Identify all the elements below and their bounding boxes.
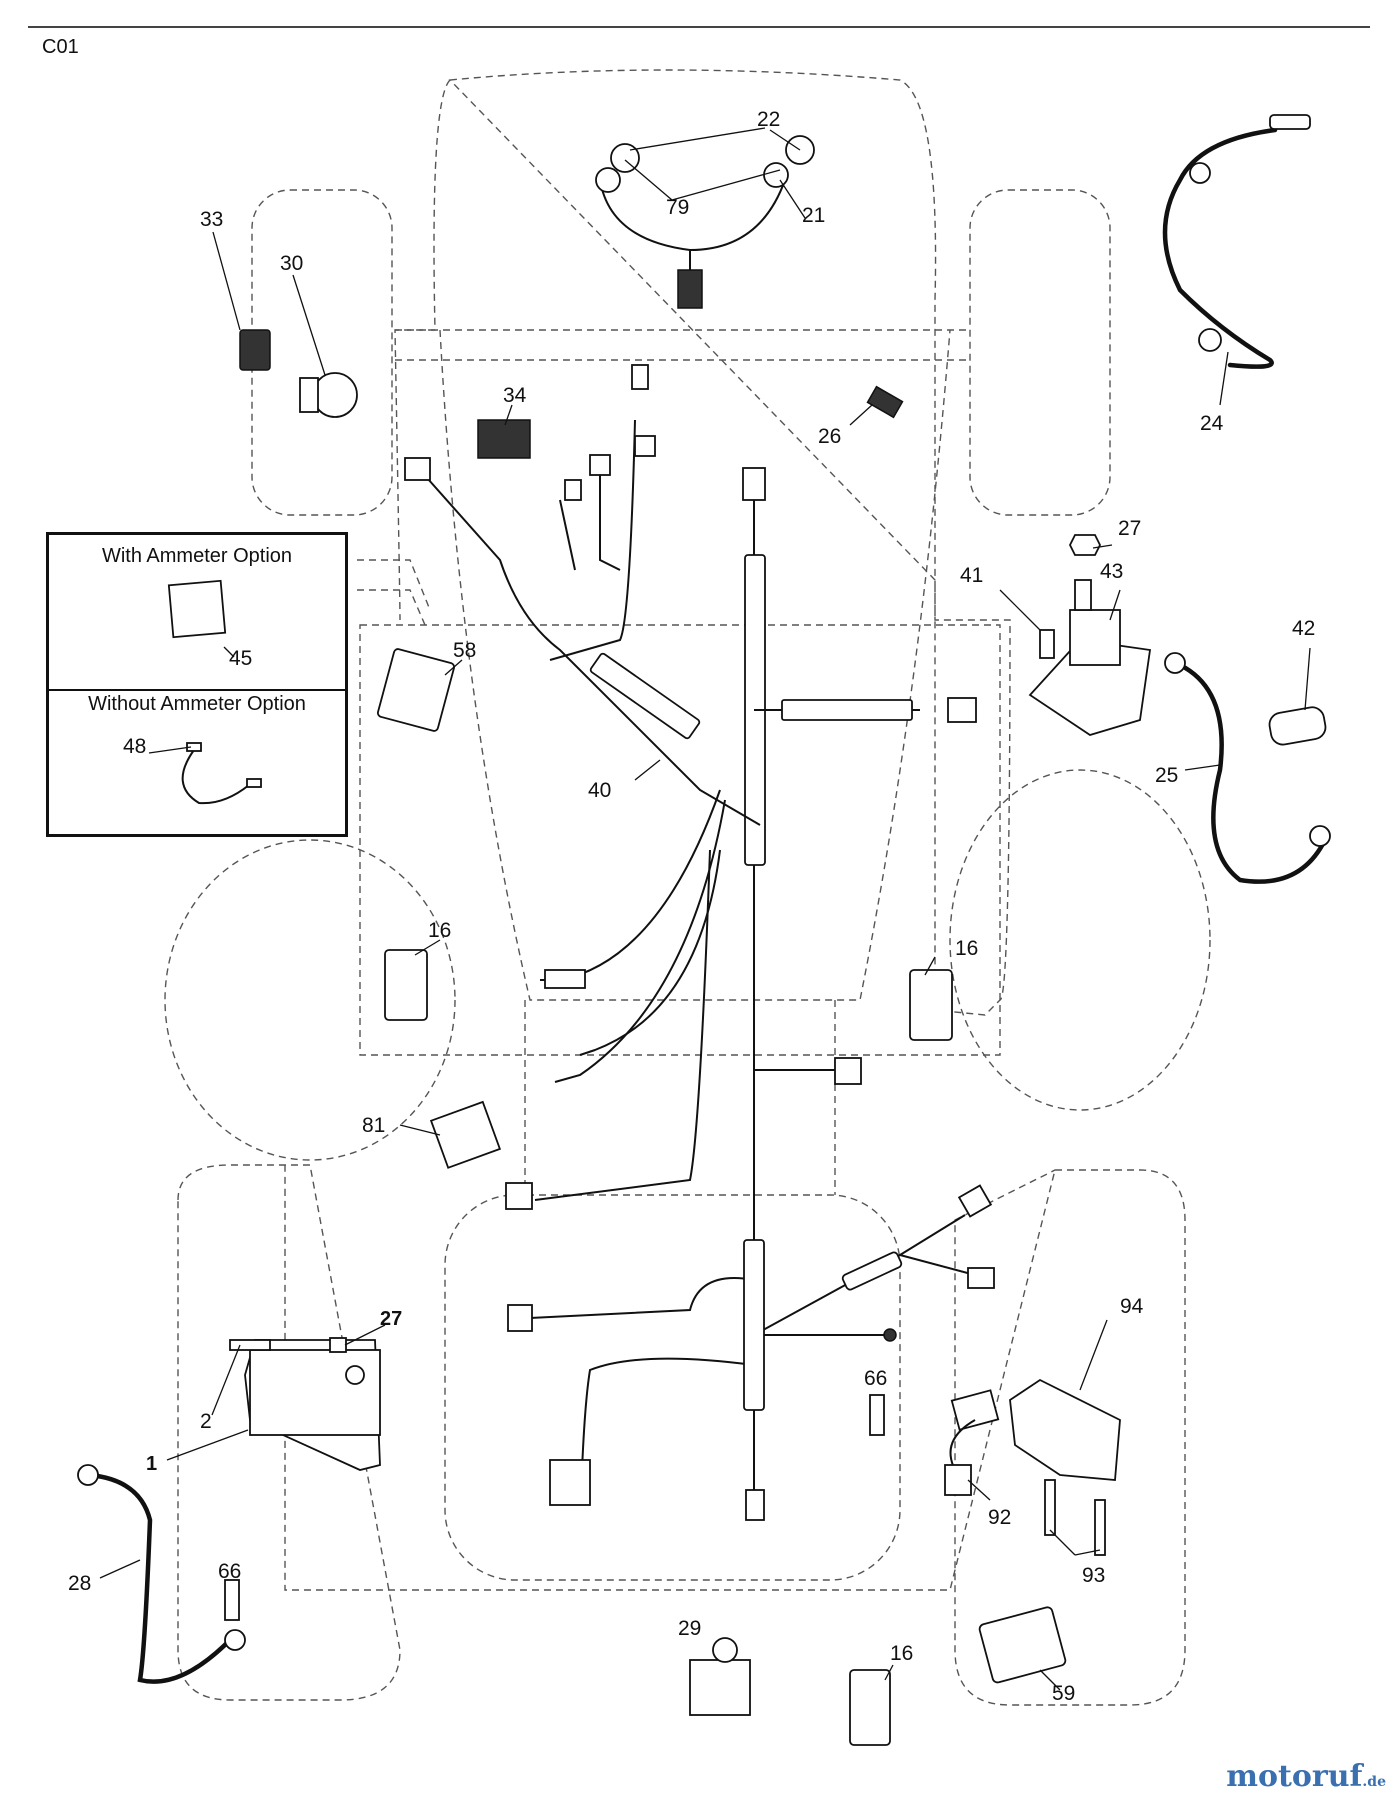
callout-94: 94	[1120, 1295, 1144, 1318]
module-part-58	[376, 648, 456, 732]
callout-33: 33	[200, 208, 223, 231]
ammeter-option-drawing: 45 48	[123, 579, 262, 805]
top-rule	[28, 26, 1370, 28]
callout-43: 43	[1100, 560, 1123, 583]
cable-part-25	[1164, 652, 1331, 884]
callout-28: 28	[68, 1572, 91, 1595]
callout-2: 2	[200, 1410, 212, 1433]
switch-part-16-right	[909, 969, 953, 1041]
callout-22: 22	[757, 108, 780, 131]
key-part-33	[239, 329, 271, 371]
callout-21: 21	[802, 204, 825, 227]
relay-part-81	[429, 1100, 502, 1169]
callout-41: 41	[960, 564, 983, 587]
main-wiring-harness	[404, 364, 995, 1521]
callout-24: 24	[1200, 412, 1224, 435]
cable-part-28	[77, 1464, 246, 1684]
callout-92: 92	[988, 1506, 1011, 1529]
module-part-94	[944, 1378, 1121, 1496]
callout-1: 1	[146, 1453, 157, 1475]
part-callouts: 33 30 22 79 21 34 26 24 27 41 43 42 25 5…	[68, 108, 1315, 1705]
callout-59: 59	[1052, 1682, 1075, 1705]
callout-42: 42	[1292, 617, 1315, 640]
switch-part-34	[477, 419, 531, 459]
module-part-59	[978, 1606, 1067, 1684]
callout-16-bottom: 16	[890, 1642, 913, 1665]
callout-29: 29	[678, 1617, 701, 1640]
callout-40: 40	[588, 779, 611, 802]
solenoid-part-43	[1028, 534, 1152, 736]
switch-part-16-left	[384, 949, 428, 1021]
callout-16-right: 16	[955, 937, 978, 960]
with-ammeter-title: With Ammeter Option	[101, 545, 293, 567]
callout-66-right: 66	[864, 1367, 887, 1390]
battery-cable-part-24	[1162, 114, 1311, 369]
fuse-wire-part-48	[181, 749, 250, 805]
callout-58: 58	[453, 639, 476, 662]
callout-27-battery: 27	[380, 1308, 402, 1330]
callout-66-left: 66	[218, 1560, 241, 1583]
ammeter-option-box: With Ammeter Option 45 48 Without Ammete…	[46, 532, 348, 837]
pto-switch-part-29	[689, 1637, 751, 1716]
lamp-harness-part-21	[595, 135, 815, 309]
page-code: C01	[42, 36, 79, 58]
callout-48: 48	[123, 735, 146, 758]
nut-part-27	[329, 1337, 347, 1353]
fuse-part-26	[866, 385, 904, 419]
terminal-boot-part-42	[1268, 706, 1327, 746]
ignition-switch-part-30	[299, 372, 358, 418]
without-ammeter-title: Without Ammeter Option	[88, 693, 306, 715]
callout-25: 25	[1155, 764, 1178, 787]
callout-93: 93	[1082, 1564, 1105, 1587]
bolt-part-2	[229, 1339, 271, 1351]
battery-part-1	[244, 1339, 381, 1471]
ammeter-part-45	[167, 579, 227, 639]
callout-34: 34	[503, 384, 527, 407]
callout-30: 30	[280, 252, 303, 275]
callout-26: 26	[818, 425, 841, 448]
leader-lines	[99, 127, 1311, 1691]
callout-27-top: 27	[1118, 517, 1141, 540]
screw-part-66-right	[869, 1394, 885, 1436]
screw-part-66-left	[224, 1579, 240, 1621]
callout-81: 81	[362, 1114, 385, 1137]
callout-45: 45	[229, 647, 252, 670]
callout-79: 79	[666, 196, 689, 219]
option-divider	[49, 689, 345, 691]
watermark-logo: motoruf.de	[1226, 1759, 1386, 1794]
switch-part-16-bottom	[849, 1669, 891, 1746]
screws-part-93	[1044, 1479, 1106, 1556]
callout-16-left: 16	[428, 919, 451, 942]
